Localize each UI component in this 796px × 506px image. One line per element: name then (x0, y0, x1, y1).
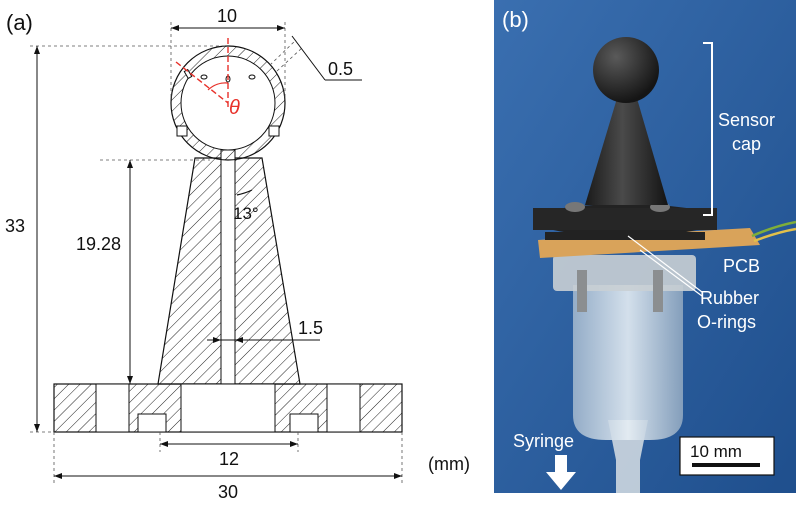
dim-height-stem: 19.28 (76, 234, 121, 254)
base-slot-left (95, 383, 130, 433)
red-angle-arc (207, 82, 229, 91)
dim-10-arrow-l (171, 25, 179, 31)
syringe-label: Syringe (513, 431, 574, 451)
pcb-wires (751, 220, 796, 238)
dim-12-arrow-l (160, 441, 168, 447)
rubber-line1: Rubber (700, 288, 759, 308)
theta-label: θ (229, 97, 240, 119)
dim-base-width: 30 (218, 482, 238, 502)
sensor-cap-bracket (703, 42, 713, 216)
cap-flange-side (533, 208, 717, 230)
scale-bar-label: 10 mm (690, 442, 742, 461)
dim-1928-arrow-b (127, 376, 133, 384)
screw-left (577, 270, 587, 312)
base-groove-left (137, 413, 167, 433)
dim-inner-width: 12 (219, 449, 239, 469)
unit-label: (mm) (428, 454, 470, 474)
panel-b-label: (b) (502, 7, 529, 32)
oring-pointer-1 (627, 235, 703, 293)
dim-05-leader (291, 35, 326, 81)
dim-shell: 0.5 (328, 59, 353, 79)
syringe-barrel (573, 285, 683, 440)
rubber-line2: O-rings (697, 312, 756, 332)
holder-block (553, 255, 696, 291)
dim-05-guide-b (276, 46, 304, 72)
dim-30-arrow-l (54, 473, 62, 479)
dim-12-arrow-r (290, 441, 298, 447)
dim-10-arrow-r (277, 25, 285, 31)
dim-height-total: 33 (5, 216, 25, 236)
panel-a-label: (a) (6, 10, 33, 35)
scale-bar-line (692, 463, 760, 467)
center-channel (220, 149, 236, 385)
syringe-arrow (546, 455, 576, 490)
sphere-tab-left (176, 125, 188, 137)
screw-right (653, 270, 663, 312)
cap-ball (593, 37, 659, 103)
hole-1 (200, 74, 208, 80)
dim-13-arc (236, 189, 253, 196)
sphere-tab-right (268, 125, 280, 137)
base-groove-right (289, 413, 319, 433)
hole-3 (248, 74, 256, 80)
dim-30-arrow-r (394, 473, 402, 479)
dim-15-arrow-l (213, 337, 221, 343)
panel-a: (a) θ 10 (5, 6, 470, 502)
base-slot-right (326, 383, 361, 433)
dim-33-arrow-t (34, 46, 40, 54)
sensor-cap-label: Sensor cap (718, 110, 780, 154)
scale-bar-box (679, 436, 775, 476)
panel-b: (b) Sensor cap PCB (494, 0, 796, 493)
rubber-label: Rubber O-rings (697, 288, 764, 332)
dim-1928-arrow-t (127, 160, 133, 168)
red-angle-line (175, 61, 229, 104)
oring-pointer-2 (639, 249, 703, 297)
cap-cone (585, 95, 668, 205)
dim-15-arrow-r (235, 337, 243, 343)
dim-top-width: 10 (217, 6, 237, 26)
flange-screw-left (565, 202, 585, 212)
dim-channel: 1.5 (298, 318, 323, 338)
sensor-cap-line2: cap (732, 134, 761, 154)
dim-33-arrow-b (34, 424, 40, 432)
sensor-cap-line1: Sensor (718, 110, 775, 130)
pcb-wires-2 (753, 227, 796, 243)
dim-05-guide-a (269, 39, 297, 66)
base-center-cavity (180, 383, 276, 433)
dim-cone-angle: 13° (233, 204, 259, 223)
pcb-label: PCB (723, 256, 760, 276)
